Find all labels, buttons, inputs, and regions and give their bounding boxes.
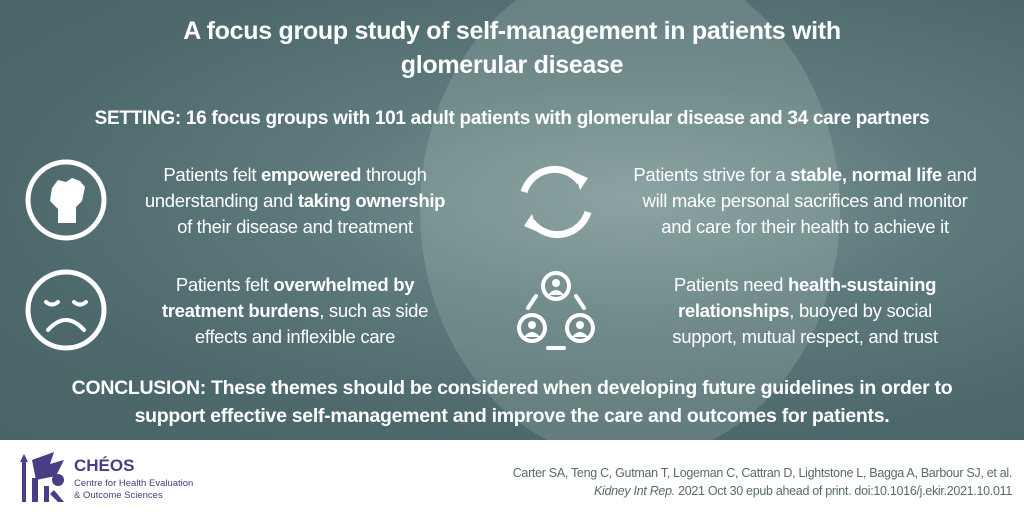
citation-journal: Kidney Int Rep.: [593, 484, 675, 498]
conclusion-line-2: support effective self-management and im…: [134, 405, 890, 427]
emphasis-text: stable, normal life: [790, 164, 942, 185]
theme-overwhelmed: Patients felt overwhelmed by treatment bu…: [110, 272, 480, 350]
theme-text: Patients need: [673, 274, 789, 295]
setting-text: SETTING: 16 focus groups with 101 adult …: [94, 108, 930, 129]
page-title: A focus group study of self-management i…: [0, 14, 1024, 82]
theme-text: support, mutual respect, and trust: [672, 326, 938, 347]
theme-text: Patients strive for a: [633, 164, 791, 185]
emphasis-text: empowered: [261, 164, 362, 185]
theme-text: effects and inflexible care: [194, 326, 396, 347]
theme-relationships: Patients need health-sustaining relations…: [600, 272, 1010, 350]
background-kidney-image: [420, 0, 840, 440]
theme-text: through: [361, 164, 427, 185]
citation-authors: Carter SA, Teng C, Gutman T, Logeman C, …: [512, 466, 1013, 480]
theme-empowered: Patients felt empowered through understan…: [110, 162, 480, 240]
conclusion-text: CONCLUSION: These themes should be consi…: [0, 374, 1024, 430]
theme-text: and care for their health to achieve it: [661, 216, 949, 237]
logo-subtitle-1: Centre for Health Evaluation: [74, 478, 194, 489]
emphasis-text: relationships: [678, 300, 790, 321]
people-network-icon: [517, 271, 595, 350]
theme-text: and: [941, 164, 977, 185]
conclusion-line-1: These themes should be considered when d…: [205, 377, 953, 399]
sad-face-icon: [25, 269, 107, 351]
emphasis-text: health-sustaining: [788, 274, 937, 295]
theme-text: , such as side: [319, 300, 429, 321]
theme-stable-life: Patients strive for a stable, normal lif…: [600, 162, 1010, 240]
infographic-panel: A focus group study of self-management i…: [0, 0, 1024, 440]
title-line-2: glomerular disease: [400, 51, 624, 79]
theme-text: , buoyed by social: [789, 300, 932, 321]
theme-text: will make personal sacrifices and monito…: [642, 190, 968, 211]
title-line-1: A focus group study of self-management i…: [183, 17, 841, 45]
emphasis-text: taking ownership: [297, 190, 446, 211]
emphasis-text: treatment burdens: [161, 300, 320, 321]
cheos-logo-icon: [20, 452, 64, 502]
logo-name: CHÉOS: [74, 456, 135, 475]
theme-text: of their disease and treatment: [177, 216, 413, 237]
theme-text: Patients felt: [163, 164, 261, 185]
citation-details: 2021 Oct 30 epub ahead of print. doi:10.…: [674, 484, 1012, 498]
logo-subtitle-2: & Outcome Sciences: [74, 490, 163, 501]
emphasis-text: overwhelmed by: [273, 274, 415, 295]
raised-fist-icon: [25, 159, 107, 241]
footer: [0, 440, 1024, 512]
theme-text: understanding and: [144, 190, 298, 211]
conclusion-label: CONCLUSION:: [71, 377, 207, 399]
cycle-arrows-icon: [520, 165, 592, 239]
citation-source: Kidney Int Rep. 2021 Oct 30 epub ahead o…: [594, 484, 1012, 498]
theme-text: Patients felt: [175, 274, 274, 295]
